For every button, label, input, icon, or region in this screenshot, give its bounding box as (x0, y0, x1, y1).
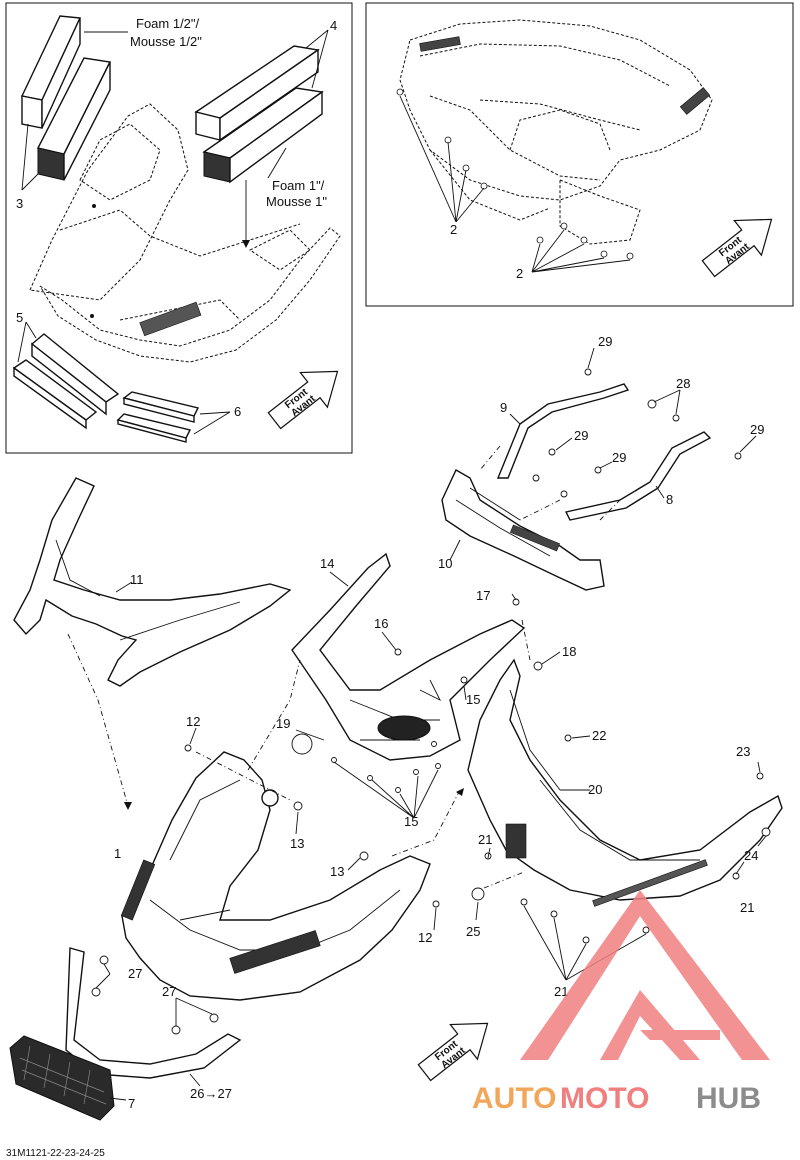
part-7-grille (9, 1035, 115, 1121)
callout-22: 22 (592, 728, 606, 743)
callout-8: 8 (666, 492, 673, 507)
callout-23: 23 (736, 744, 750, 759)
callout-11: 11 (130, 572, 144, 587)
watermark-moto: MOTO (560, 1082, 649, 1115)
callout-2a: 2 (450, 222, 457, 237)
callout-26: 26→27 (190, 1086, 232, 1101)
part-20-side-panel (467, 658, 783, 907)
front-direction-arrow-2: Front Avant (701, 218, 773, 278)
note-foam-one-fr: Mousse 1" (266, 194, 327, 209)
callout-29b: 29 (574, 428, 588, 443)
upper-support-frame (399, 19, 713, 245)
note-foam-half-fr: Mousse 1/2" (130, 34, 202, 49)
callout-21c: 21 (554, 984, 568, 999)
callout-25: 25 (466, 924, 480, 939)
foam-piece-6-upper (122, 391, 200, 423)
callout-20: 20 (588, 782, 602, 797)
watermark-logo (520, 890, 770, 1060)
foam-piece-6-lower (116, 413, 192, 443)
callout-19: 19 (276, 716, 290, 731)
callout-3: 3 (16, 196, 23, 211)
foam-detail-panel (5, 2, 353, 454)
callout-7: 7 (128, 1096, 135, 1111)
callout-12b: 12 (418, 930, 432, 945)
callout-4: 4 (330, 18, 337, 33)
foam-piece-5-upper (30, 333, 120, 416)
part-14-center-bracket (291, 552, 526, 761)
callout-1: 1 (114, 846, 121, 861)
fasteners (91, 368, 771, 1035)
callout-21b: 21 (740, 900, 754, 915)
watermark-hub: HUB (696, 1082, 761, 1115)
callout-13b: 13 (330, 864, 344, 879)
foam-piece-5-lower (12, 359, 98, 430)
callout-15a: 15 (466, 692, 480, 707)
part-8-tube (564, 431, 712, 521)
part-10-lower-bracket (441, 469, 605, 591)
foam-piece-3-lower (36, 57, 112, 181)
callout-2b: 2 (516, 266, 523, 281)
note-foam-half-en: Foam 1/2"/ (136, 16, 200, 31)
callout-29c: 29 (750, 422, 764, 437)
callout-21a: 21 (478, 832, 492, 847)
note-foam-one-en: Foam 1"/ (272, 178, 325, 193)
foam-piece-3-upper (20, 15, 82, 129)
callout-5: 5 (16, 310, 23, 325)
upper-bracket-panel (365, 2, 794, 307)
callout-15b: 15 (404, 814, 418, 829)
callout-29a: 29 (598, 334, 612, 349)
front-direction-arrow-1: Front Avant (267, 370, 339, 430)
callout-14: 14 (320, 556, 334, 571)
callout-29d: 29 (612, 450, 626, 465)
part-1-front-fairing (120, 751, 431, 1001)
foam-piece-4-lower (202, 87, 324, 184)
callout-24: 24 (744, 848, 758, 863)
watermark-auto: AUTO (472, 1082, 556, 1115)
callout-13a: 13 (290, 836, 304, 851)
callout-9: 9 (500, 400, 507, 415)
callout-16: 16 (374, 616, 388, 631)
callout-28: 28 (676, 376, 690, 391)
callout-17: 17 (476, 588, 490, 603)
callout-12a: 12 (186, 714, 200, 729)
callout-10: 10 (438, 556, 452, 571)
callout-18: 18 (562, 644, 576, 659)
part-9-tube (496, 383, 630, 479)
part-11-upper-trim (13, 477, 292, 687)
panel-screws (396, 88, 634, 260)
foam-piece-4-upper (194, 45, 320, 142)
diagram-reference-code: 31M1121-22-23-24-25 (6, 1148, 105, 1159)
callout-6: 6 (234, 404, 241, 419)
fairing-frame-outline (29, 103, 341, 363)
callout-27b: 27 (162, 984, 176, 999)
callout-27a: 27 (128, 966, 142, 981)
front-direction-arrow-3: Front Avant (417, 1022, 489, 1082)
